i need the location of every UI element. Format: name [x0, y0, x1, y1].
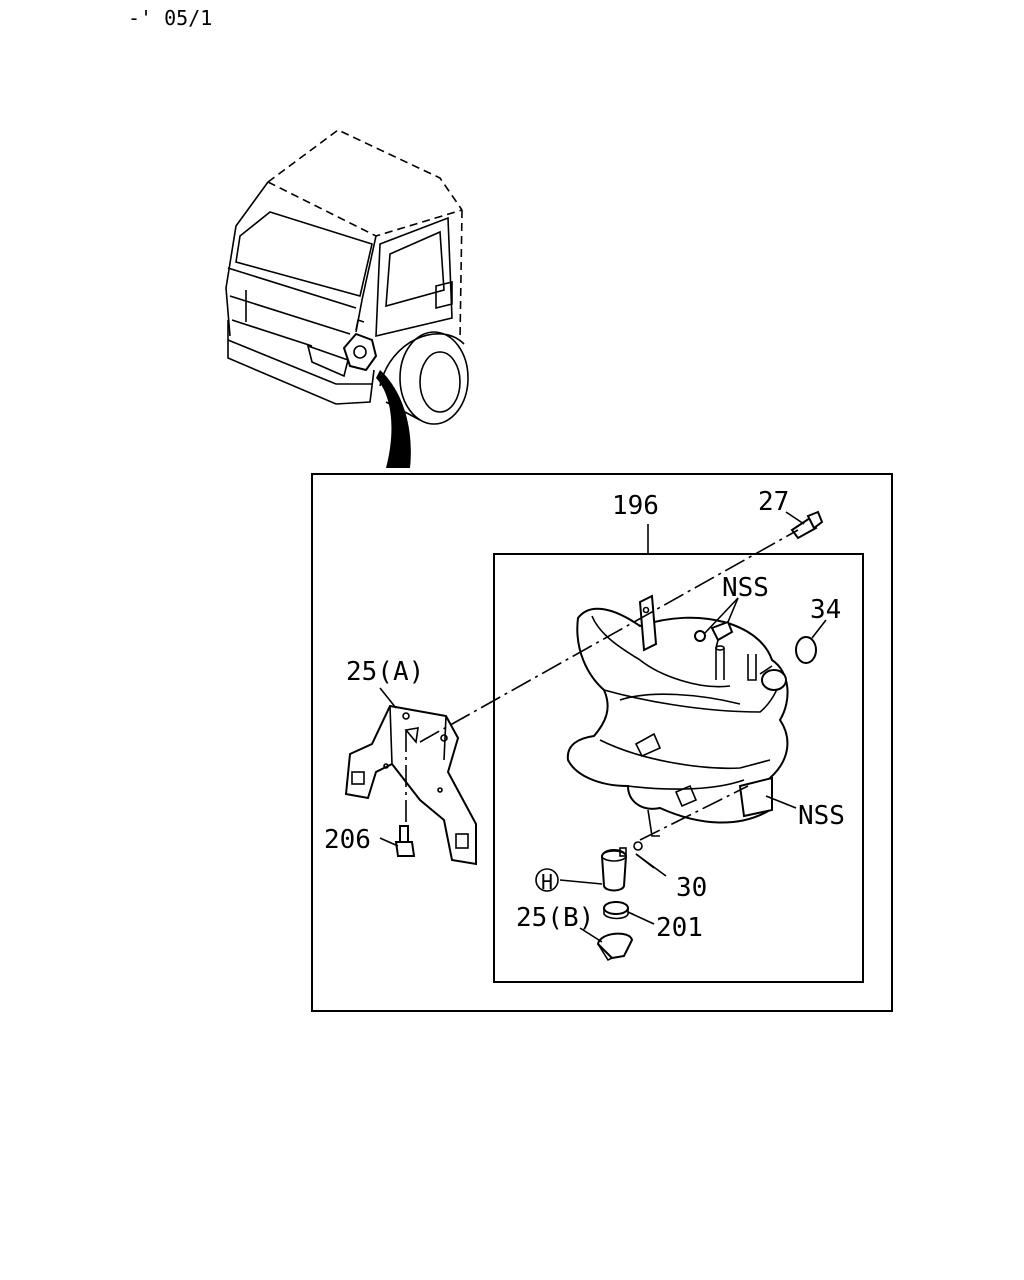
callout-30: 30 [676, 873, 707, 903]
washer-pump-30 [600, 841, 643, 892]
detail-frame [311, 473, 893, 1012]
callout-arrow [376, 370, 411, 468]
nss-nozzle-fittings [694, 620, 734, 649]
callout-25a: 25(A) [346, 657, 424, 687]
washer-tank [566, 594, 789, 837]
clip-25b [596, 932, 634, 962]
bolt-206 [394, 825, 416, 857]
pump-axis-line [639, 785, 749, 841]
callout-nss-right: NSS [798, 801, 845, 831]
o-ring-34 [795, 636, 817, 664]
callout-25b: 25(B) [516, 903, 594, 933]
bolt-27 [790, 510, 824, 540]
callout-nss-top: NSS [722, 573, 769, 603]
callout-27: 27 [758, 487, 789, 517]
callout-206: 206 [324, 825, 371, 855]
bracket-25a [344, 704, 477, 866]
callout-201: 201 [656, 913, 703, 943]
assembly-196-frame [493, 553, 864, 983]
page-code: -' 05/1 [128, 6, 212, 30]
h-marker-circle [535, 868, 559, 892]
callout-196: 196 [612, 491, 659, 521]
h-marker-label: H [541, 870, 553, 894]
truck-cab-illustration [225, 129, 469, 425]
grommet-201 [603, 901, 629, 920]
callout-34: 34 [810, 595, 841, 625]
bolt-axis-line [419, 529, 799, 743]
